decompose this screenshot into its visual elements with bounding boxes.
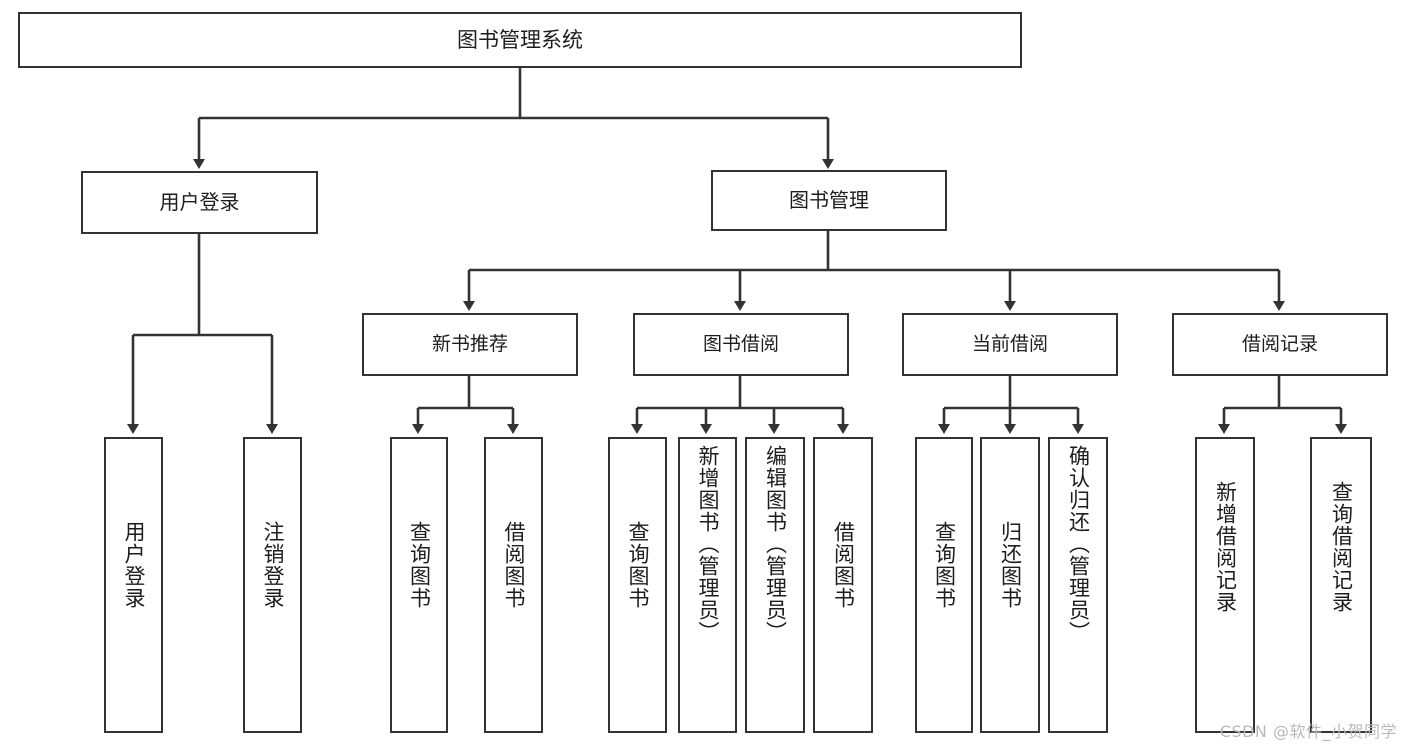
node-label: 当前借阅 (971, 332, 1048, 355)
leaf-current-borrow-confirm-return-admin[interactable]: 确认归还（管理员） (1048, 437, 1108, 733)
leaf-borrow-record-query-record[interactable]: 查询借阅记录 (1310, 437, 1372, 733)
node-label: 查询图书 (932, 521, 957, 609)
node-book-management[interactable]: 图书管理 (711, 170, 947, 231)
node-label: 新书推荐 (431, 332, 508, 355)
node-label: 图书管理系统 (457, 27, 583, 52)
node-label: 编辑图书（管理员） (763, 445, 788, 643)
node-root-system[interactable]: 图书管理系统 (18, 12, 1022, 68)
node-book-borrow[interactable]: 图书借阅 (633, 313, 849, 376)
leaf-new-book-query-book[interactable]: 查询图书 (390, 437, 448, 733)
node-current-borrow[interactable]: 当前借阅 (902, 313, 1118, 376)
node-label: 借阅图书 (502, 521, 526, 609)
node-label: 图书管理 (789, 188, 869, 212)
leaf-user-login-login[interactable]: 用户登录 (104, 437, 163, 733)
node-label: 确认归还（管理员） (1066, 445, 1091, 643)
node-label: 归还图书 (998, 521, 1023, 609)
node-label: 用户登录 (122, 521, 146, 609)
leaf-current-borrow-query-book[interactable]: 查询图书 (915, 437, 973, 733)
node-label: 新增图书（管理员） (696, 445, 720, 643)
node-user-login[interactable]: 用户登录 (81, 171, 318, 234)
node-label: 用户登录 (159, 190, 240, 214)
leaf-book-borrow-borrow-book[interactable]: 借阅图书 (813, 437, 873, 733)
watermark: CSDN @软件_小贺同学 (1219, 722, 1397, 741)
node-label: 查询图书 (407, 521, 432, 609)
node-label: 查询图书 (626, 521, 650, 609)
leaf-current-borrow-return-book[interactable]: 归还图书 (980, 437, 1040, 733)
node-borrow-record[interactable]: 借阅记录 (1172, 313, 1388, 376)
node-label: 注销登录 (261, 521, 285, 609)
leaf-book-borrow-query-book[interactable]: 查询图书 (608, 437, 667, 733)
node-label: 借阅记录 (1241, 332, 1318, 355)
leaf-user-login-logout[interactable]: 注销登录 (243, 437, 302, 733)
node-new-book-recommend[interactable]: 新书推荐 (362, 313, 578, 376)
leaf-book-borrow-add-book-admin[interactable]: 新增图书（管理员） (678, 437, 737, 733)
leaf-new-book-borrow-book[interactable]: 借阅图书 (484, 437, 543, 733)
leaf-borrow-record-add-record[interactable]: 新增借阅记录 (1195, 437, 1255, 733)
node-label: 图书借阅 (702, 332, 779, 355)
node-label: 借阅图书 (831, 521, 856, 609)
node-label: 查询借阅记录 (1329, 481, 1354, 613)
leaf-book-borrow-edit-book-admin[interactable]: 编辑图书（管理员） (745, 437, 805, 733)
node-label: 新增借阅记录 (1213, 481, 1238, 613)
